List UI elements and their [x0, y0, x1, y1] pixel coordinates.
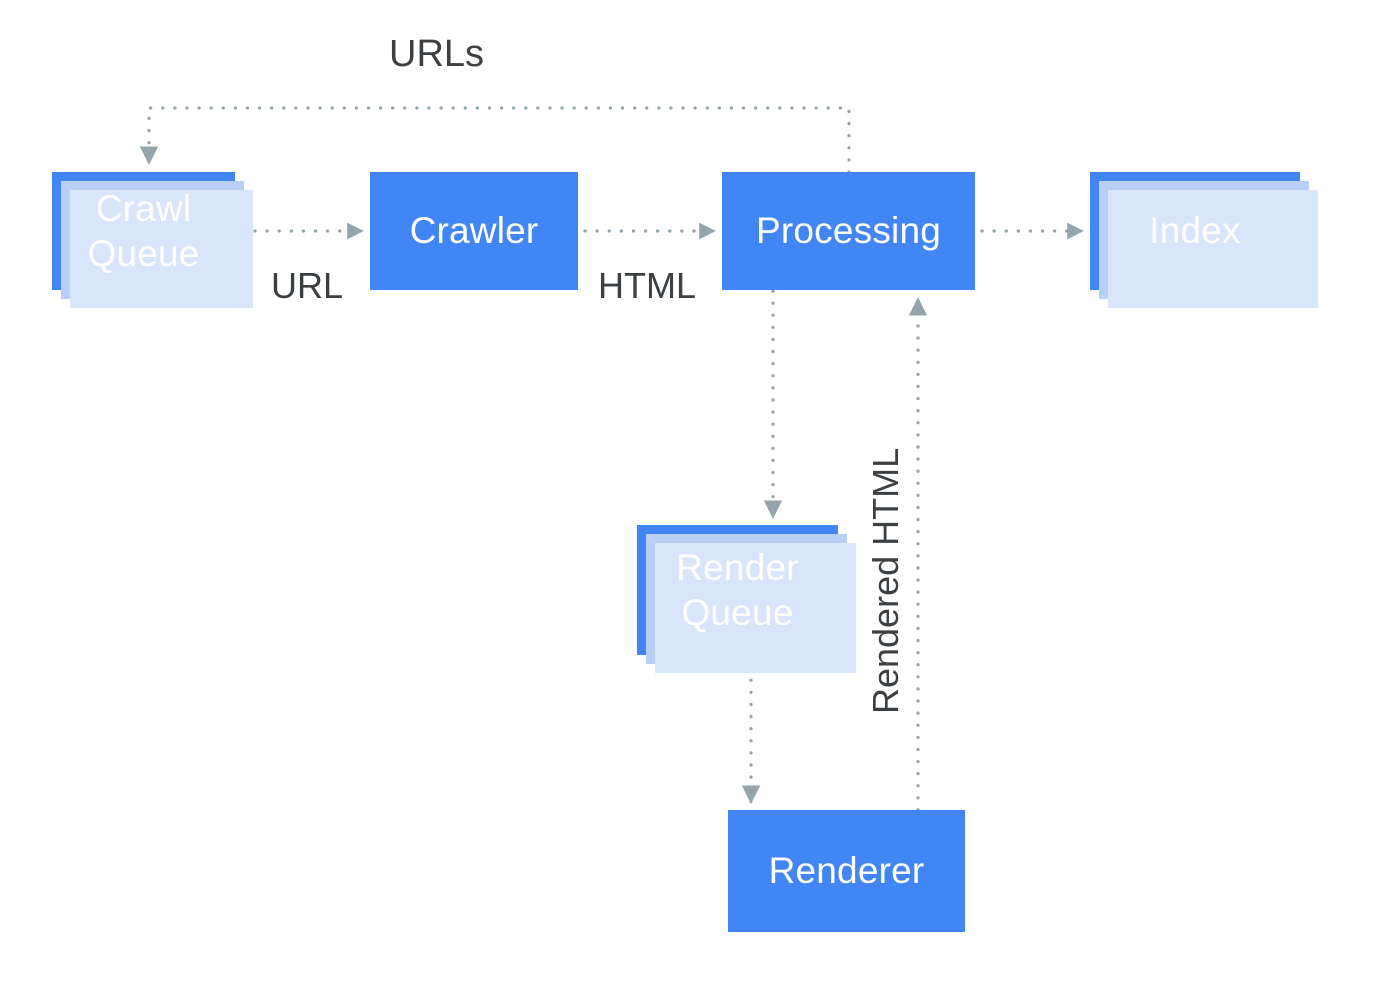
- node-render-queue-label: Render Queue: [676, 546, 799, 633]
- node-crawl-queue[interactable]: Crawl Queue: [52, 172, 253, 308]
- node-renderer-label: Renderer: [768, 850, 925, 892]
- node-processing-label: Processing: [755, 210, 942, 252]
- node-crawler[interactable]: Crawler: [370, 172, 578, 290]
- edge-label-url: URL: [271, 265, 344, 306]
- edge-label-html: HTML: [598, 265, 696, 306]
- edge-urls-feedback: [139, 106, 851, 174]
- node-crawler-label: Crawler: [409, 210, 539, 252]
- edge-label-urls: URLs: [389, 33, 485, 75]
- node-renderer[interactable]: Renderer: [728, 810, 965, 932]
- node-render-queue[interactable]: Render Queue: [637, 525, 856, 673]
- node-index-label: Index: [1149, 210, 1241, 252]
- node-crawl-queue-label: Crawl Queue: [87, 187, 200, 274]
- node-index[interactable]: Index: [1090, 172, 1318, 308]
- edge-label-rendered-html: Rendered HTML: [865, 447, 906, 714]
- node-processing[interactable]: Processing: [722, 172, 975, 290]
